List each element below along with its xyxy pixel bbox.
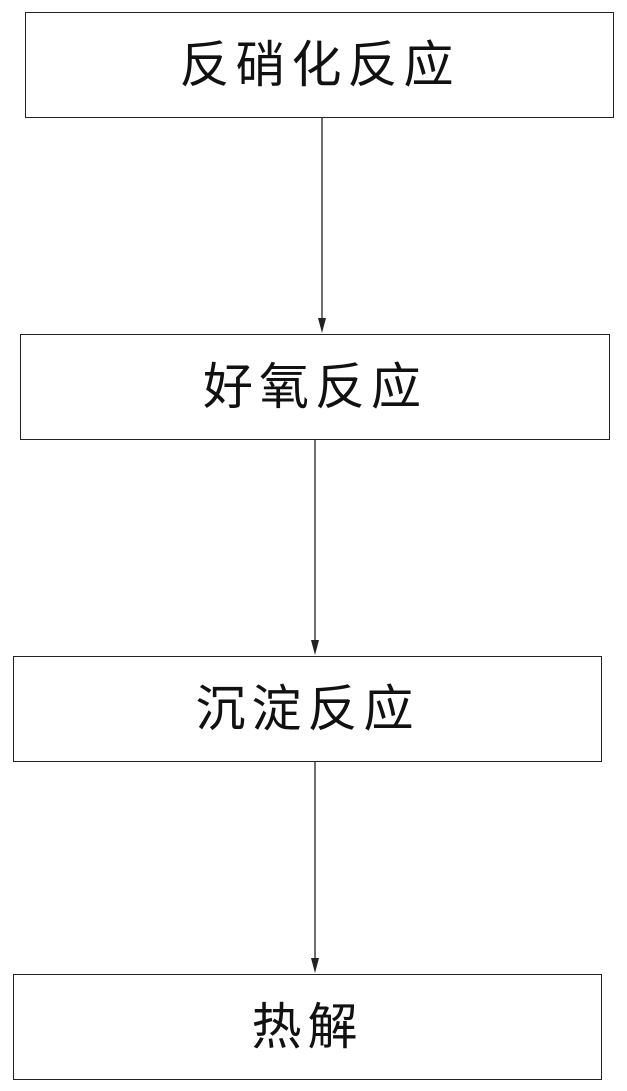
step-label-aerobic: 好氧反应: [203, 358, 427, 416]
step-label-pyrolysis: 热解: [251, 998, 364, 1056]
step-box-precipitation: 沉淀反应: [13, 656, 602, 762]
step-label-denitrification: 反硝化反应: [179, 36, 460, 94]
step-box-aerobic: 好氧反应: [20, 334, 610, 440]
arrow-precipitation-to-pyrolysis: [311, 762, 319, 973]
step-label-precipitation: 沉淀反应: [195, 680, 420, 738]
step-box-denitrification: 反硝化反应: [25, 12, 614, 118]
arrow-denitrification-to-aerobic: [318, 118, 326, 333]
step-box-pyrolysis: 热解: [13, 974, 602, 1080]
arrow-aerobic-to-precipitation: [311, 440, 319, 655]
